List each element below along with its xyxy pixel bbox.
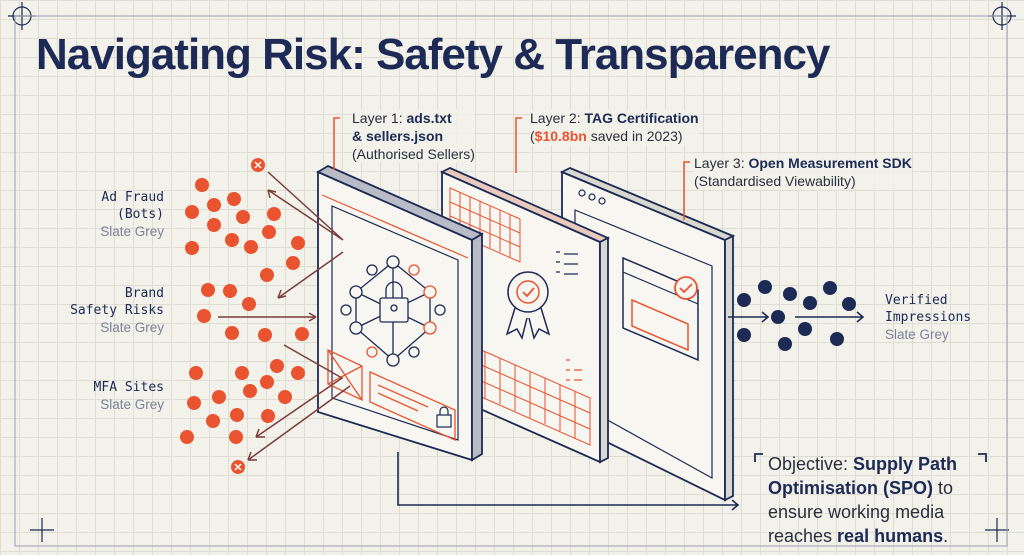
layer-1-panel	[316, 164, 484, 462]
layer-3-label: Layer 3: Open Measurement SDK (Standardi…	[694, 154, 912, 190]
small-lock-icon	[436, 406, 452, 428]
blocked-x-icon	[251, 158, 265, 172]
objective-spo: Supply Path Optimisation (SPO)	[768, 454, 958, 498]
threat-label-line: Ad Fraud	[101, 190, 164, 205]
threat-sublabel: Slate Grey	[100, 397, 164, 412]
crosshair-icon	[985, 518, 1009, 542]
output-label-line: Impressions	[885, 310, 972, 325]
threat-dots	[180, 178, 309, 444]
threat-mfa-sites: MFA Sites Slate Grey	[94, 379, 164, 413]
objective-end: .	[943, 526, 949, 546]
output-sublabel: Slate Grey	[885, 327, 949, 342]
threat-brand-safety: Brand Safety Risks Slate Grey	[70, 285, 164, 336]
layer-1-sub: (Authorised Sellers)	[352, 146, 475, 162]
page-title: Navigating Risk: Safety & Transparency	[36, 30, 830, 79]
layer-3-name: Open Measurement SDK	[748, 155, 912, 171]
layer-1-name: ads.txt	[406, 110, 452, 126]
layer-2-prefix: Layer 2:	[530, 110, 585, 126]
objective-real-humans: real humans	[837, 526, 944, 546]
layer-3-sub: (Standardised Viewability)	[694, 173, 856, 189]
objective-mid: to ensure working media reaches	[768, 478, 954, 546]
layer-2-sub: saved in 2023)	[586, 128, 683, 144]
objective-callout: Objective: Supply Path Optimisation (SPO…	[768, 452, 978, 548]
verified-impressions-label: Verified Impressions Slate Grey	[885, 292, 971, 343]
threat-label-line: (Bots)	[117, 207, 164, 222]
layer-2-label: Layer 2: TAG Certification ($10.8bn save…	[530, 109, 699, 145]
threat-label-line: Safety Risks	[70, 303, 164, 318]
layer-1-label: Layer 1: ads.txt & sellers.json (Authori…	[352, 109, 475, 163]
layer-2-name: TAG Certification	[584, 110, 699, 126]
threat-label-line: MFA Sites	[93, 380, 164, 395]
objective-prefix: Objective:	[768, 454, 854, 474]
layer-1-name-2: & sellers.json	[352, 128, 444, 144]
layer-3-prefix: Layer 3:	[694, 155, 749, 171]
threat-label-line: Brand	[124, 286, 164, 301]
savings-highlight: $10.8bn	[534, 128, 587, 144]
layer-2-paren: (	[530, 128, 535, 144]
threat-ad-fraud: Ad Fraud (Bots) Slate Grey	[100, 189, 164, 240]
blocked-x-icon	[231, 460, 245, 474]
threat-sublabel: Slate Grey	[100, 224, 164, 239]
threat-sublabel: Slate Grey	[100, 320, 164, 335]
verified-dots	[737, 280, 856, 351]
crosshair-icon	[30, 518, 54, 542]
output-label-line: Verified	[885, 293, 948, 308]
layer-1-prefix: Layer 1:	[352, 110, 407, 126]
